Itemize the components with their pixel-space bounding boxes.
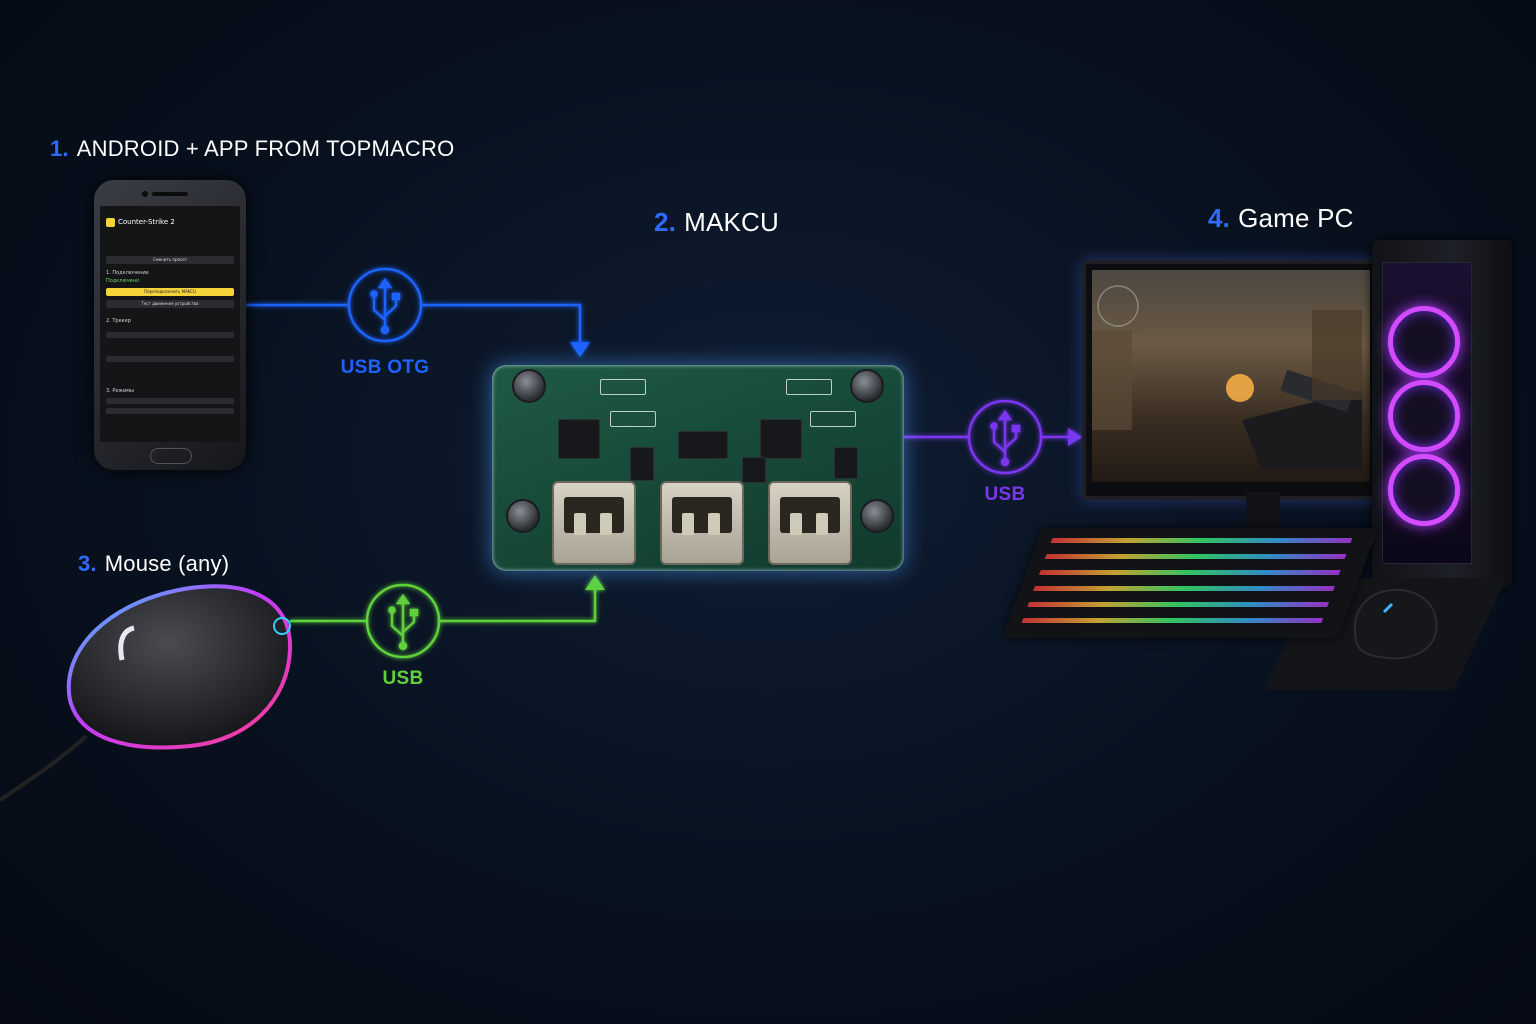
mouse-body (66, 584, 293, 750)
connect-makcu-button[interactable]: Переподключить MAKCU (106, 288, 234, 296)
mode-toggle[interactable] (106, 408, 234, 414)
makcu-board (492, 365, 904, 571)
test-movement-button[interactable]: Тест движения устройства (106, 300, 234, 308)
section-tracker: 2. Трекер (106, 318, 131, 324)
pin-header (610, 411, 656, 427)
step-text: MAKCU (684, 207, 779, 237)
phone-home-button (150, 448, 192, 464)
mode-toggle[interactable] (106, 398, 234, 404)
section-connection: 1. Подключение (106, 270, 149, 276)
chip (834, 447, 858, 479)
pin-header (600, 379, 646, 395)
screw (860, 499, 894, 533)
step-text: Mouse (any) (104, 551, 230, 576)
pc-connector (904, 399, 1082, 475)
usb-mouse-label: USB (382, 668, 424, 689)
app-title: Counter-Strike 2 (118, 218, 175, 226)
step-1-label: 1. ANDROID + APP FROM TOPMACRO (50, 136, 454, 162)
case-fan (1388, 454, 1460, 526)
step-number: 3. (78, 551, 97, 576)
step-text: ANDROID + APP FROM TOPMACRO (76, 136, 455, 161)
usb-otg-label: USB OTG (340, 357, 430, 378)
step-2-label: 2.MAKCU (654, 207, 779, 238)
chip (558, 419, 600, 459)
phone-camera (142, 191, 148, 197)
chip (742, 457, 766, 483)
chip (630, 447, 654, 481)
phone-speaker (152, 192, 188, 196)
pc-mouse-body (1353, 588, 1438, 660)
usb-port (552, 481, 636, 565)
case-fan (1388, 306, 1460, 378)
phone-screen: Counter-Strike 2 Сменить пресет 1. Подкл… (100, 206, 240, 442)
tracker-select[interactable] (106, 332, 234, 338)
mouse-cable (0, 734, 88, 802)
step-number: 2. (654, 207, 677, 237)
screw (850, 369, 884, 403)
usb-icon (370, 277, 401, 335)
mouse-wheel (118, 625, 135, 661)
pc-monitor (1082, 260, 1380, 500)
rgb-keyboard (1001, 528, 1379, 638)
screw (512, 369, 546, 403)
pin-header (810, 411, 856, 427)
screw (506, 499, 540, 533)
usb-icon (388, 593, 419, 651)
pin-header (786, 379, 832, 395)
connection-status: Подключено (106, 278, 140, 284)
pc-tower (1372, 240, 1512, 588)
chip (678, 431, 728, 459)
usb-pc-label: USB (984, 484, 1026, 505)
otg-connector (246, 267, 590, 357)
game-screen (1092, 270, 1370, 482)
section-modes: 3. Режимы (106, 388, 134, 394)
tracker-option[interactable] (106, 356, 234, 362)
mouse-connector (290, 575, 605, 659)
case-fan (1388, 380, 1460, 452)
usb-port (660, 481, 744, 565)
mouse-logo-icon (273, 617, 291, 635)
step-number: 1. (50, 136, 69, 161)
reset-preset-button[interactable]: Сменить пресет (106, 256, 234, 264)
chip (760, 419, 802, 459)
game-scene (1092, 285, 1362, 470)
step-text: Game PC (1238, 203, 1354, 233)
step-3-label: 3. Mouse (any) (78, 551, 229, 577)
app-logo-icon (106, 218, 115, 227)
pc-mouse-logo-icon (1382, 602, 1394, 614)
step-4-label: 4.Game PC (1208, 203, 1354, 234)
keyboard-keys (1021, 538, 1353, 623)
step-number: 4. (1208, 203, 1231, 233)
android-phone: Counter-Strike 2 Сменить пресет 1. Подкл… (94, 180, 246, 470)
usb-icon (990, 409, 1021, 467)
usb-port (768, 481, 852, 565)
